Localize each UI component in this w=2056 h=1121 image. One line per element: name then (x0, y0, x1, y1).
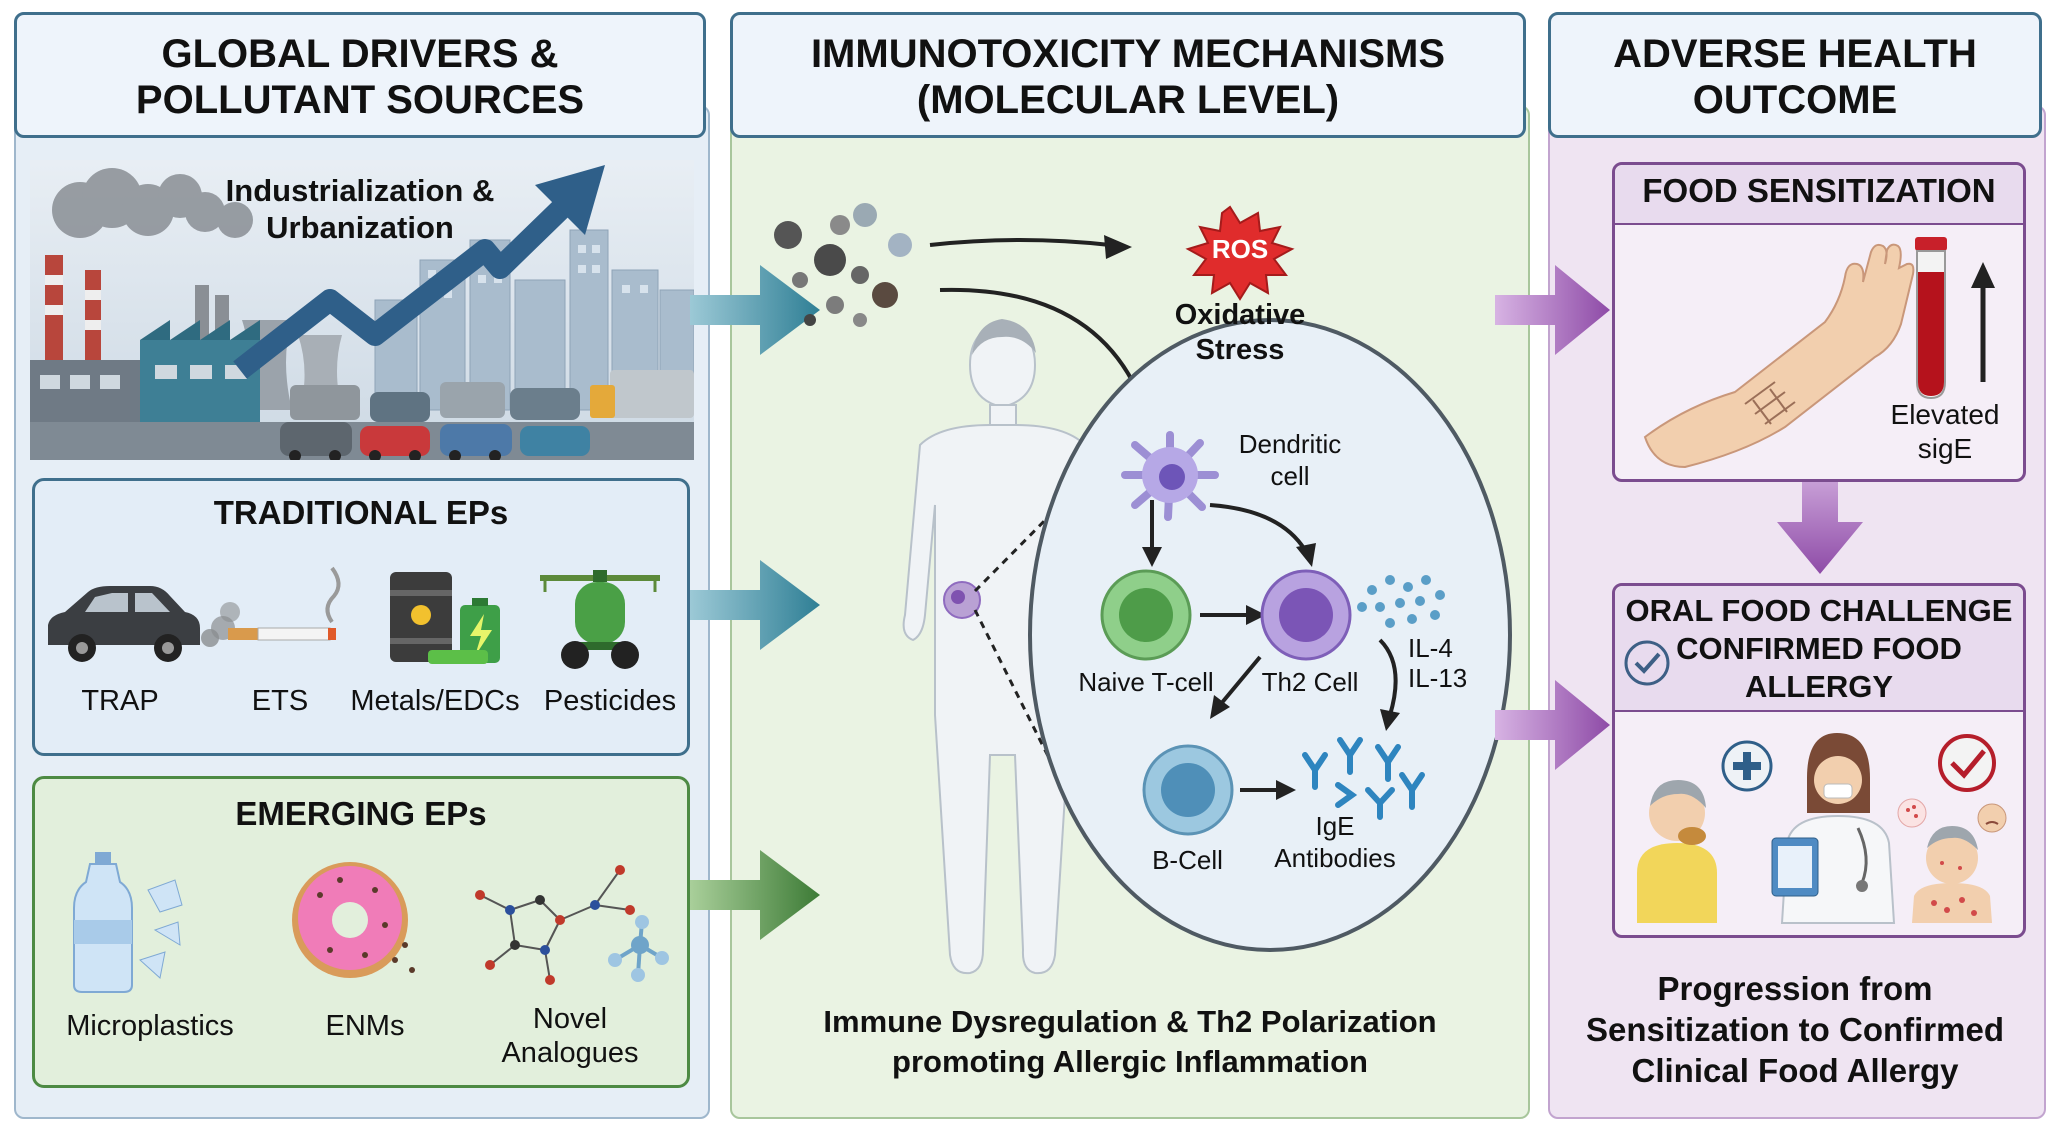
right-header-line-1: ADVERSE HEALTH (1613, 32, 1977, 76)
pollutant-particles-icon (774, 203, 912, 327)
enms-label: ENMs (325, 1010, 405, 1042)
ofc-title-line-1: ORAL FOOD CHALLENGE (1625, 593, 2013, 628)
industrial-city-illustration (30, 160, 694, 460)
middle-column-header: IMMUNOTOXICITY MECHANISMS (MOLECULAR LEV… (730, 12, 1526, 138)
b-cell-label: B-Cell (1152, 845, 1223, 875)
arrow-mechanism-to-sensitization (1495, 265, 1610, 355)
mechanism-caption: Immune Dysregulation & Th2 Polarization … (740, 1002, 1520, 1082)
dendritic-cell-label: Dendritic cell (1215, 428, 1365, 492)
smoke-icon (52, 168, 253, 238)
molecule-icon (475, 865, 669, 985)
left-column-header: GLOBAL DRIVERS & POLLUTANT SOURCES (14, 12, 706, 138)
food-sensitization-title-bar (1615, 165, 2023, 225)
progression-line-2: Sensitization to Confirmed (1585, 1011, 2004, 1048)
ets-label: ETS (251, 685, 309, 717)
child-eating-icon (1637, 780, 1717, 923)
arrow-mechanism-to-allergy (1495, 680, 1610, 770)
ige-label-line-2: Antibodies (1274, 843, 1396, 873)
dendritic-cell-line-2: cell (1270, 461, 1310, 491)
ofc-title-line-3: ALLERGY (1744, 669, 1894, 704)
arrow-drivers-to-mechanism (690, 265, 820, 355)
food-challenge-illustration (1637, 733, 2007, 924)
il4-label: IL-4 (1408, 633, 1453, 663)
naive-t-cell-label: Naive T-cell (1078, 667, 1214, 697)
emerging-eps-icons (73, 852, 669, 993)
ige-antibodies-icon (1302, 737, 1425, 820)
left-header-line-2: POLLUTANT SOURCES (135, 78, 585, 122)
industrialization-label-line-2: Urbanization (266, 210, 454, 245)
novel-analogues-label: Novel Analogues (470, 1002, 670, 1070)
oxidative-stress-line-1: Oxidative (1174, 299, 1306, 331)
arm-icon (1643, 243, 1915, 469)
traditional-eps-title: TRADITIONAL EPs (213, 494, 509, 531)
traditional-eps-icons (48, 566, 660, 669)
elevated-sige-label: Elevated sigE (1870, 398, 2020, 466)
check-circle-icon (1624, 640, 1670, 686)
allergic-reaction-icon (1897, 798, 2007, 923)
plus-circle-icon (1721, 740, 1773, 792)
plastic-bottle-icon (73, 852, 183, 993)
middle-header-line-1: IMMUNOTOXICITY MECHANISMS (810, 32, 1446, 76)
novel-analogues-line-1: Novel (532, 1003, 608, 1035)
b-cell-icon (1142, 744, 1234, 836)
oxidative-stress-line-2: Stress (1195, 334, 1285, 366)
ros-label: ROS (1211, 234, 1269, 264)
donut-icon (292, 862, 415, 978)
arrow-traditional-to-mechanism (690, 560, 820, 650)
sensitization-to-allergy-arrow (1777, 482, 1863, 574)
metals-edcs-label: Metals/EDCs (350, 685, 520, 717)
left-header-line-1: GLOBAL DRIVERS & (161, 32, 559, 76)
doctor-icon (1771, 733, 1896, 924)
left-to-middle-arrows (690, 265, 820, 940)
mechanism-illustration (774, 203, 1512, 975)
pesticides-label: Pesticides (543, 685, 677, 717)
trap-label: TRAP (81, 685, 159, 717)
progression-caption: Progression from Sensitization to Confir… (1560, 968, 2030, 1091)
checkmark-circle-icon (1938, 734, 1996, 792)
ige-antibodies-label: IgE Antibodies (1250, 810, 1420, 874)
oral-food-challenge-title-bar (1615, 586, 2023, 712)
right-column-header: ADVERSE HEALTH OUTCOME (1548, 12, 2042, 138)
oxidative-stress-label: Oxidative Stress (1150, 298, 1330, 368)
mechanism-caption-line-2: promoting Allergic Inflammation (892, 1044, 1368, 1079)
microplastics-label: Microplastics (66, 1010, 234, 1042)
novel-analogues-line-2: Analogues (501, 1037, 639, 1069)
food-sensitization-title: FOOD SENSITIZATION (1642, 172, 1996, 209)
th2-cell-label: Th2 Cell (1261, 667, 1359, 697)
middle-header-line-2: (MOLECULAR LEVEL) (916, 78, 1340, 122)
naive-t-cell-icon (1100, 569, 1192, 661)
ige-label-line-1: IgE (1315, 811, 1355, 841)
car-icon (48, 586, 240, 662)
progression-line-1: Progression from (1657, 970, 1933, 1007)
ros-starburst-icon (1185, 205, 1295, 301)
right-header-line-2: OUTCOME (1692, 78, 1898, 122)
industrialization-label: Industrialization & Urbanization (210, 172, 510, 246)
battery-icon (428, 598, 500, 664)
sensitization-illustration (1643, 237, 1995, 469)
cytokine-dots-icon (1357, 575, 1445, 628)
elevated-sige-line-1: Elevated (1890, 399, 2000, 430)
oral-food-challenge-title: ORAL FOOD CHALLENGE CONFIRMED FOOD ALLER… (1612, 592, 2026, 706)
middle-to-right-arrows (1495, 265, 1610, 770)
th2-cell-icon (1260, 569, 1352, 661)
arrow-emerging-to-mechanism (690, 850, 820, 940)
il13-label: IL-13 (1408, 663, 1468, 693)
pesticide-sprayer-icon (540, 570, 660, 669)
progression-line-3: Clinical Food Allergy (1631, 1052, 1959, 1089)
emerging-eps-title: EMERGING EPs (235, 795, 487, 832)
dendritic-cell-icon (1121, 431, 1219, 521)
metal-barrel-icon (390, 572, 452, 662)
cytokines-label: IL-4 IL-13 (1408, 633, 1488, 693)
up-arrow-icon (1971, 262, 1995, 382)
ofc-title-line-2: CONFIRMED FOOD (1676, 631, 1962, 666)
dendritic-cell-line-1: Dendritic (1238, 429, 1342, 459)
mechanism-caption-line-1: Immune Dysregulation & Th2 Polarization (823, 1004, 1437, 1039)
blood-tube-icon (1915, 237, 1947, 400)
elevated-sige-line-2: sigE (1917, 433, 1973, 464)
cigarette-icon (228, 566, 341, 641)
industrialization-label-line-1: Industrialization & (225, 173, 495, 208)
